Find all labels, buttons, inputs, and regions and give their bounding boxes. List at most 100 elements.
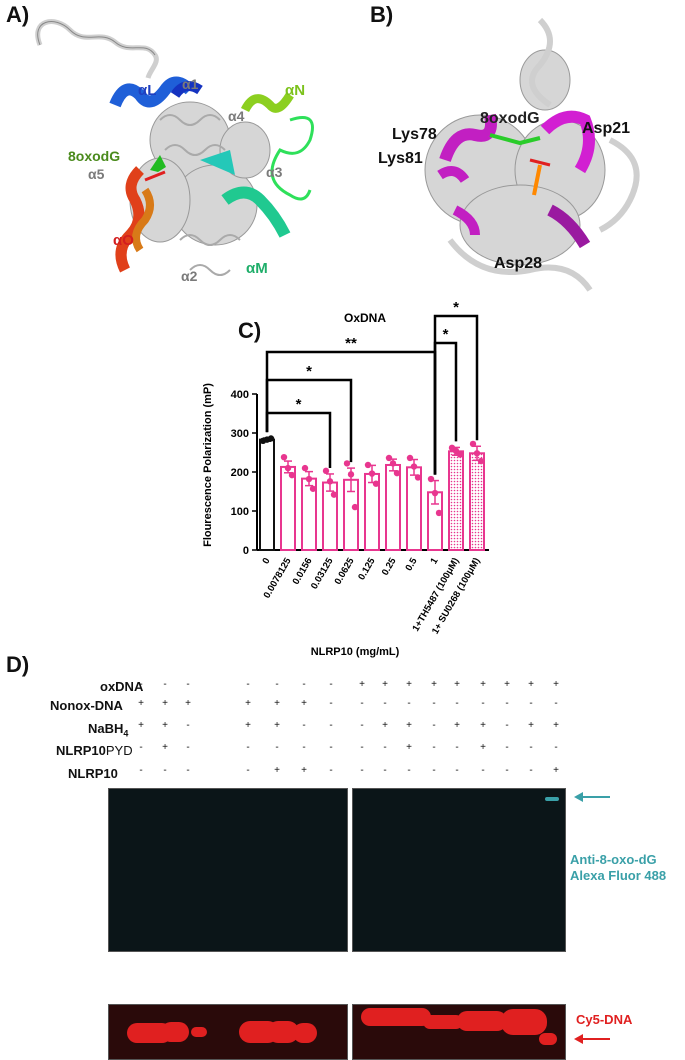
ligand-b — [489, 133, 541, 146]
row-label-nlrp10: NLRP10 — [68, 766, 118, 781]
sign-nonox: + — [245, 698, 251, 709]
data-point — [473, 450, 481, 457]
blot-bottom-left — [108, 1004, 348, 1060]
sign-oxdna: + — [480, 679, 486, 690]
bar — [259, 438, 275, 552]
label-asp21: Asp21 — [582, 120, 631, 137]
row-label-nabh4: NaBH4 — [88, 721, 129, 739]
sign-nlrp10: - — [139, 765, 143, 776]
data-point — [301, 464, 309, 472]
sign-oxdna: - — [163, 679, 167, 690]
sign-nabh4: + — [245, 720, 251, 731]
data-point — [477, 457, 485, 465]
sign-nonox: - — [554, 698, 558, 709]
panel-letter-d: D) — [6, 652, 30, 677]
row-label-oxdna: oxDNA — [100, 679, 144, 694]
helix-asp21 — [540, 110, 595, 174]
blot-top-right — [352, 788, 566, 952]
alexa-arrow-icon — [574, 792, 610, 802]
sign-oxdna: - — [302, 679, 306, 690]
sign-nabh4: + — [382, 720, 388, 731]
cy5-band-low — [539, 1033, 557, 1045]
sign-oxdna: + — [504, 679, 510, 690]
data-point — [385, 454, 393, 462]
sign-nonox: - — [383, 698, 387, 709]
sign-nonox: + — [138, 698, 144, 709]
data-point — [368, 470, 376, 477]
helix-aN — [240, 92, 294, 113]
sign-pyd: - — [329, 742, 333, 753]
sign-pyd: - — [360, 742, 364, 753]
sign-nonox: - — [505, 698, 509, 709]
sign-nlrp10: - — [383, 765, 387, 776]
cy5-band — [161, 1022, 189, 1042]
sign-nlrp10: - — [407, 765, 411, 776]
helix-aM — [221, 186, 291, 238]
x-tick-label: 0.5 — [403, 555, 419, 573]
data-point — [343, 460, 351, 467]
sign-nlrp10: + — [301, 765, 307, 776]
label-a4: α4 — [228, 108, 245, 124]
cy5-arrow-icon — [574, 1034, 610, 1044]
blot-top-label-2: Alexa Fluor 488 — [570, 868, 667, 883]
sign-oxdna: + — [553, 679, 559, 690]
y-tick-label: 100 — [231, 506, 249, 518]
blot-bottom-right — [352, 1004, 566, 1060]
sign-oxdna: + — [382, 679, 388, 690]
blot-top-label-1: Anti-8-oxo-dG — [570, 852, 657, 867]
bar — [385, 463, 401, 551]
data-point — [347, 471, 355, 478]
data-point — [389, 460, 397, 467]
panel-b-structure — [424, 17, 640, 292]
sign-nlrp10: + — [274, 765, 280, 776]
sign-pyd: - — [554, 742, 558, 753]
tail-ribbon — [35, 19, 159, 79]
sign-nlrp10: + — [553, 765, 559, 776]
label-asp28: Asp28 — [494, 255, 543, 272]
label-aM: αM — [246, 260, 268, 277]
data-point — [431, 489, 439, 497]
sign-pyd: + — [480, 742, 486, 753]
sign-nonox: + — [162, 698, 168, 709]
helix-asp28 — [547, 204, 591, 249]
data-point — [427, 475, 435, 483]
sign-oxdna: + — [454, 679, 460, 690]
sign-pyd: - — [275, 742, 279, 753]
sign-nlrp10: - — [432, 765, 436, 776]
sign-nabh4: + — [454, 720, 460, 731]
sign-nabh4: + — [553, 720, 559, 731]
data-point — [288, 471, 296, 479]
data-point — [435, 509, 443, 517]
alexa-band — [545, 797, 559, 801]
sign-oxdna: + — [431, 679, 437, 690]
sign-oxdna: - — [186, 679, 190, 690]
y-tick-label: 200 — [231, 467, 249, 479]
y-tick-label: 400 — [231, 389, 249, 401]
sign-nlrp10: - — [163, 765, 167, 776]
cy5-band — [457, 1011, 507, 1031]
sign-nlrp10: - — [505, 765, 509, 776]
label-a5: α5 — [88, 166, 105, 182]
sign-nonox: + — [185, 698, 191, 709]
sign-nonox: - — [360, 698, 364, 709]
cy5-band — [293, 1023, 317, 1043]
sign-nonox: - — [481, 698, 485, 709]
data-point — [351, 503, 359, 511]
loop-green — [270, 116, 314, 201]
x-tick-label: 1 — [428, 555, 441, 566]
panel-letter-a: A) — [6, 2, 30, 27]
label-ligand-b: 8oxodG — [480, 110, 540, 127]
row-label-nonox: Nonox-DNA — [50, 698, 123, 713]
data-point — [280, 453, 288, 461]
sign-nonox: - — [529, 698, 533, 709]
sign-nlrp10: - — [186, 765, 190, 776]
cy5-band — [191, 1027, 207, 1037]
data-point — [414, 474, 422, 481]
sign-pyd: - — [383, 742, 387, 753]
blot-top-left — [108, 788, 348, 952]
data-point — [305, 475, 313, 483]
sign-nabh4: - — [360, 720, 364, 731]
data-point — [410, 463, 418, 470]
data-point — [326, 478, 334, 485]
sign-pyd: - — [455, 742, 459, 753]
